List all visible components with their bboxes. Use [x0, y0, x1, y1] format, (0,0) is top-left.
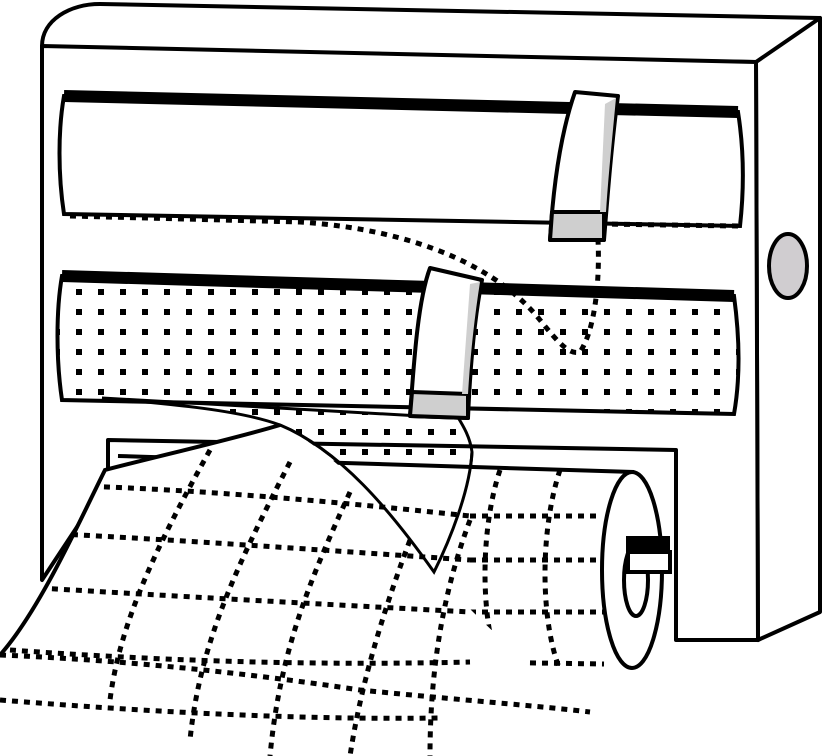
bottom-sheet-edge: [0, 423, 281, 657]
bottom-sheet-trailing-edge: [0, 652, 591, 715]
middle-roll: [55, 270, 741, 417]
bottom-sheet-grid: [0, 448, 473, 756]
middle-cutter: [408, 266, 484, 420]
bottom-sheet-body: [0, 425, 585, 756]
top-roll-dotted-edge: [69, 213, 601, 355]
middle-roll-body: [55, 273, 741, 417]
side-knob: [767, 232, 809, 300]
top-cutter-shade: [548, 210, 606, 242]
housing-side-face: [754, 16, 822, 642]
middle-roll-edge: [61, 270, 735, 302]
bottom-hanging-sheet: [0, 423, 591, 756]
middle-cutter-side-shade: [462, 282, 480, 394]
top-cutter-side-shade: [600, 98, 616, 212]
middle-hanging-sheet-outline: [279, 423, 474, 575]
bottom-roll-axle: [626, 536, 670, 552]
top-cutter: [548, 90, 620, 242]
top-roll-edge: [63, 90, 739, 118]
bottom-roll-axle-inner: [626, 550, 672, 574]
middle-cutter-shade: [408, 390, 470, 420]
